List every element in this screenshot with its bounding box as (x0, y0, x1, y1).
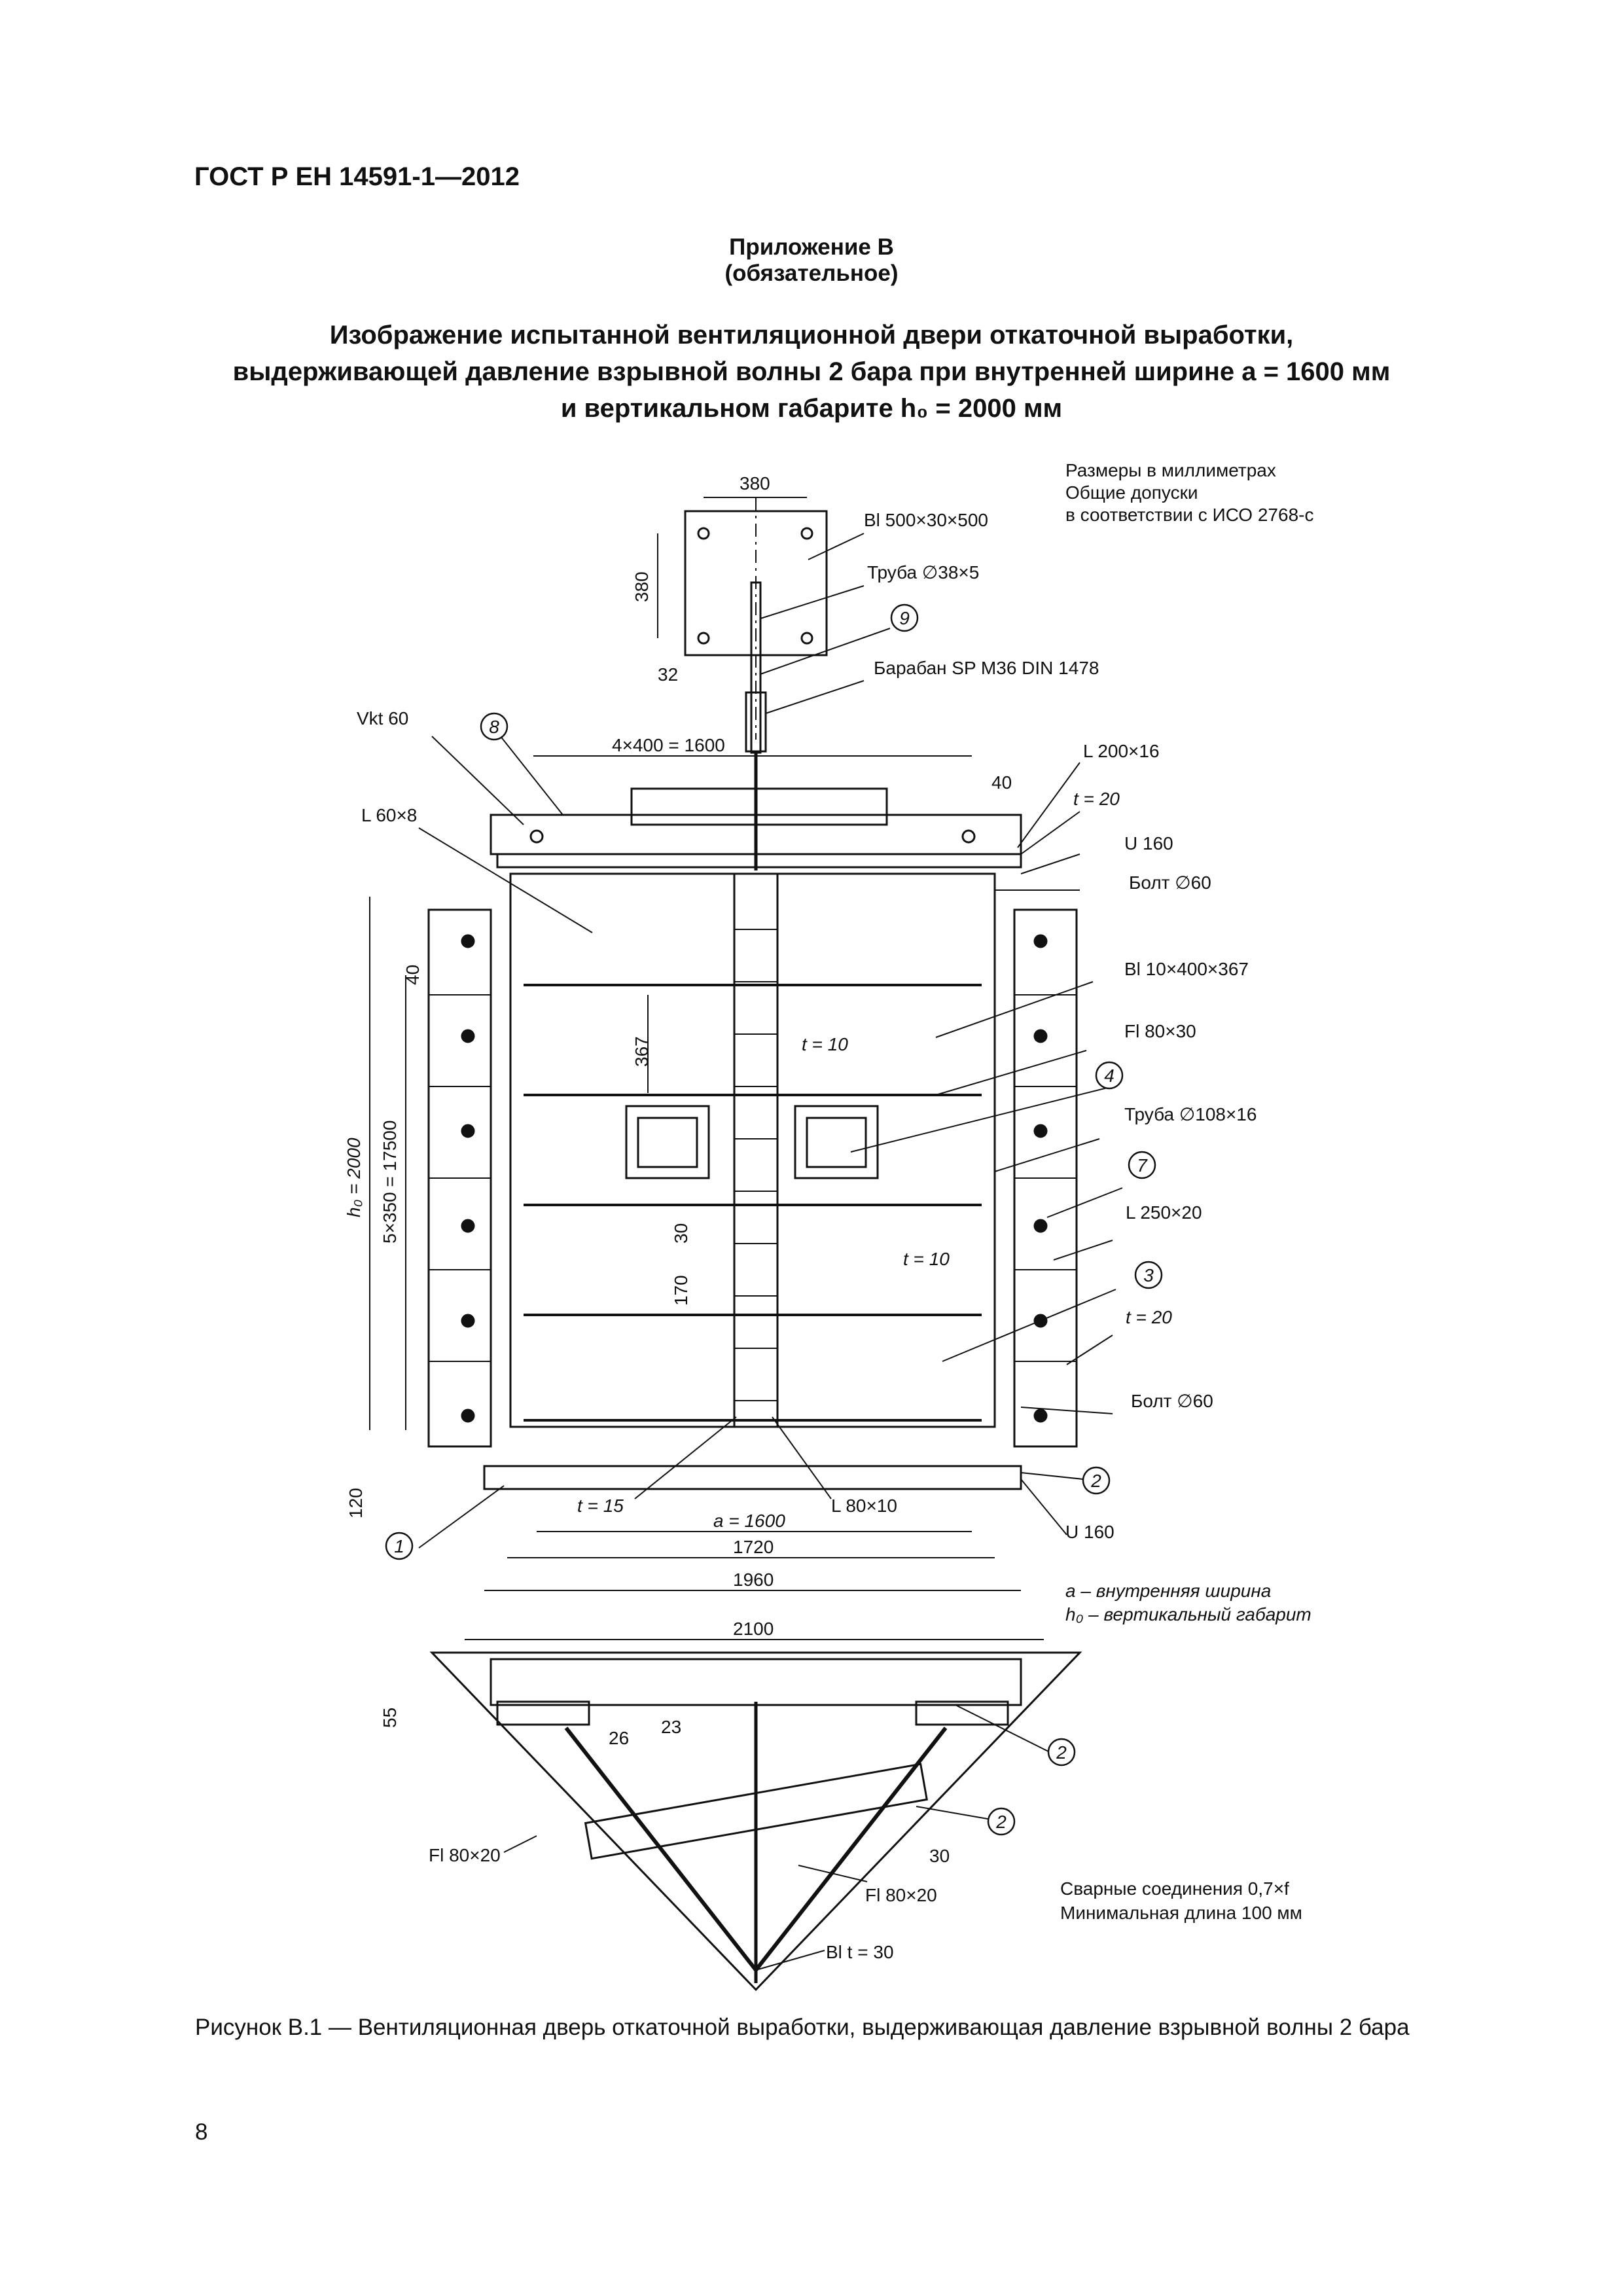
hydraulic-cylinder (630, 787, 888, 826)
label-t20a: t = 20 (1073, 789, 1120, 809)
door-leaf (509, 872, 996, 1428)
callout-7-text: 7 (1137, 1155, 1148, 1175)
label-fl80x20b: Fl 80×20 (865, 1885, 937, 1905)
dim-1960: 1960 (733, 1570, 774, 1590)
label-l80x10: L 80×10 (831, 1496, 897, 1516)
weld-note-line1: Сварные соединения 0,7×f (1060, 1878, 1289, 1899)
label-fl80x20a: Fl 80×20 (429, 1845, 501, 1865)
figure-heading-line1: Изображение испытанной вентиляционной дв… (329, 321, 1294, 350)
note-dims-line2: Общие допуски (1065, 482, 1198, 503)
label-pipe108: Труба ∅108×16 (1124, 1104, 1257, 1124)
dim-55: 55 (380, 1708, 400, 1728)
label-t15: t = 15 (577, 1496, 624, 1516)
bottom-sill (483, 1465, 1022, 1490)
annex-label: Приложение В (729, 234, 894, 260)
legend-a: a – внутренняя ширина (1065, 1581, 1271, 1601)
label-l200: L 200×16 (1083, 741, 1160, 761)
label-bl-t30: Bl t = 30 (826, 1942, 894, 1962)
dim-367: 367 (632, 1036, 652, 1067)
dim-h0: h₀ = 2000 (344, 1138, 364, 1217)
label-bolt60a: Болт ∅60 (1129, 872, 1211, 893)
dim-40-top: 40 (991, 772, 1012, 793)
dim-170: 170 (671, 1275, 691, 1306)
label-t20b: t = 20 (1126, 1307, 1172, 1327)
label-fl80x30: Fl 80×30 (1124, 1021, 1196, 1041)
dim-2100: 2100 (733, 1619, 774, 1639)
right-window (794, 1105, 879, 1179)
dim-380-top: 380 (740, 473, 770, 493)
callout-3-text: 3 (1143, 1265, 1154, 1285)
page-number: 8 (195, 2119, 208, 2145)
weld-note-line2: Минимальная длина 100 мм (1060, 1903, 1302, 1923)
callout-2c-text: 2 (995, 1812, 1007, 1832)
label-l250: L 250×20 (1126, 1202, 1202, 1223)
callout-8-text: 8 (489, 717, 499, 737)
document-header: ГОСТ Р ЕН 14591-1—2012 (194, 162, 520, 191)
label-bl10: Bl 10×400×367 (1124, 959, 1249, 979)
figure-heading-line3: и вертикальном габарите h₀ = 2000 мм (560, 394, 1063, 423)
callout-4-text: 4 (1104, 1066, 1115, 1086)
dim-23: 23 (661, 1717, 681, 1737)
callout-7 (1128, 1151, 1156, 1179)
dim-40-side: 40 (402, 965, 423, 985)
label-vkt: Vkt 60 (357, 708, 408, 728)
callout-2a (1082, 1466, 1111, 1495)
callout-3 (1134, 1261, 1163, 1289)
callout-2a-text: 2 (1090, 1471, 1101, 1491)
label-u160b: U 160 (1065, 1522, 1115, 1542)
section-cylinder (584, 1763, 928, 1860)
label-bolt60b: Болт ∅60 (1131, 1391, 1213, 1411)
dim-380-side: 380 (632, 571, 652, 602)
label-pipe-38: Труба ∅38×5 (867, 562, 979, 583)
dim-26: 26 (609, 1728, 629, 1748)
callout-2c (987, 1807, 1016, 1836)
note-dims-line1: Размеры в миллиметрах (1065, 460, 1276, 480)
dim-30-bottom: 30 (929, 1846, 950, 1866)
callout-4 (1095, 1061, 1124, 1090)
callout-8 (480, 712, 508, 741)
legend-h0: h₀ – вертикальный габарит (1065, 1604, 1311, 1624)
callout-9-text: 9 (899, 608, 910, 628)
label-drum: Барабан SP M36 DIN 1478 (874, 658, 1099, 678)
callout-1 (385, 1532, 414, 1560)
callout-2b-text: 2 (1056, 1742, 1067, 1763)
callout-9 (890, 603, 919, 632)
dim-a1600: a = 1600 (713, 1511, 785, 1531)
annex-status: (обязательное) (724, 260, 899, 286)
callout-2b (1047, 1738, 1076, 1767)
label-t10b: t = 10 (903, 1249, 950, 1269)
figure-caption: Рисунок В.1 — Вентиляционная дверь откат… (195, 2015, 1410, 2040)
label-plate-top: Bl 500×30×500 (864, 510, 988, 530)
dim-30: 30 (671, 1223, 691, 1244)
central-ladder (733, 872, 779, 1428)
figure-heading-line2: выдерживающей давление взрывной волны 2 … (232, 357, 1391, 386)
label-t10a: t = 10 (802, 1034, 848, 1054)
left-window (625, 1105, 710, 1179)
label-l60: L 60×8 (361, 805, 417, 825)
label-u160a: U 160 (1124, 833, 1173, 853)
dim-1720: 1720 (733, 1537, 774, 1557)
dim-1600-span: 4×400 = 1600 (612, 735, 725, 755)
dim-120: 120 (346, 1488, 366, 1518)
dim-5x350: 5×350 = 17500 (380, 1121, 400, 1244)
note-dims-line3: в соответствии с ИСО 2768-с (1065, 505, 1313, 525)
dim-32: 32 (658, 664, 678, 685)
callout-1-text: 1 (394, 1536, 404, 1556)
